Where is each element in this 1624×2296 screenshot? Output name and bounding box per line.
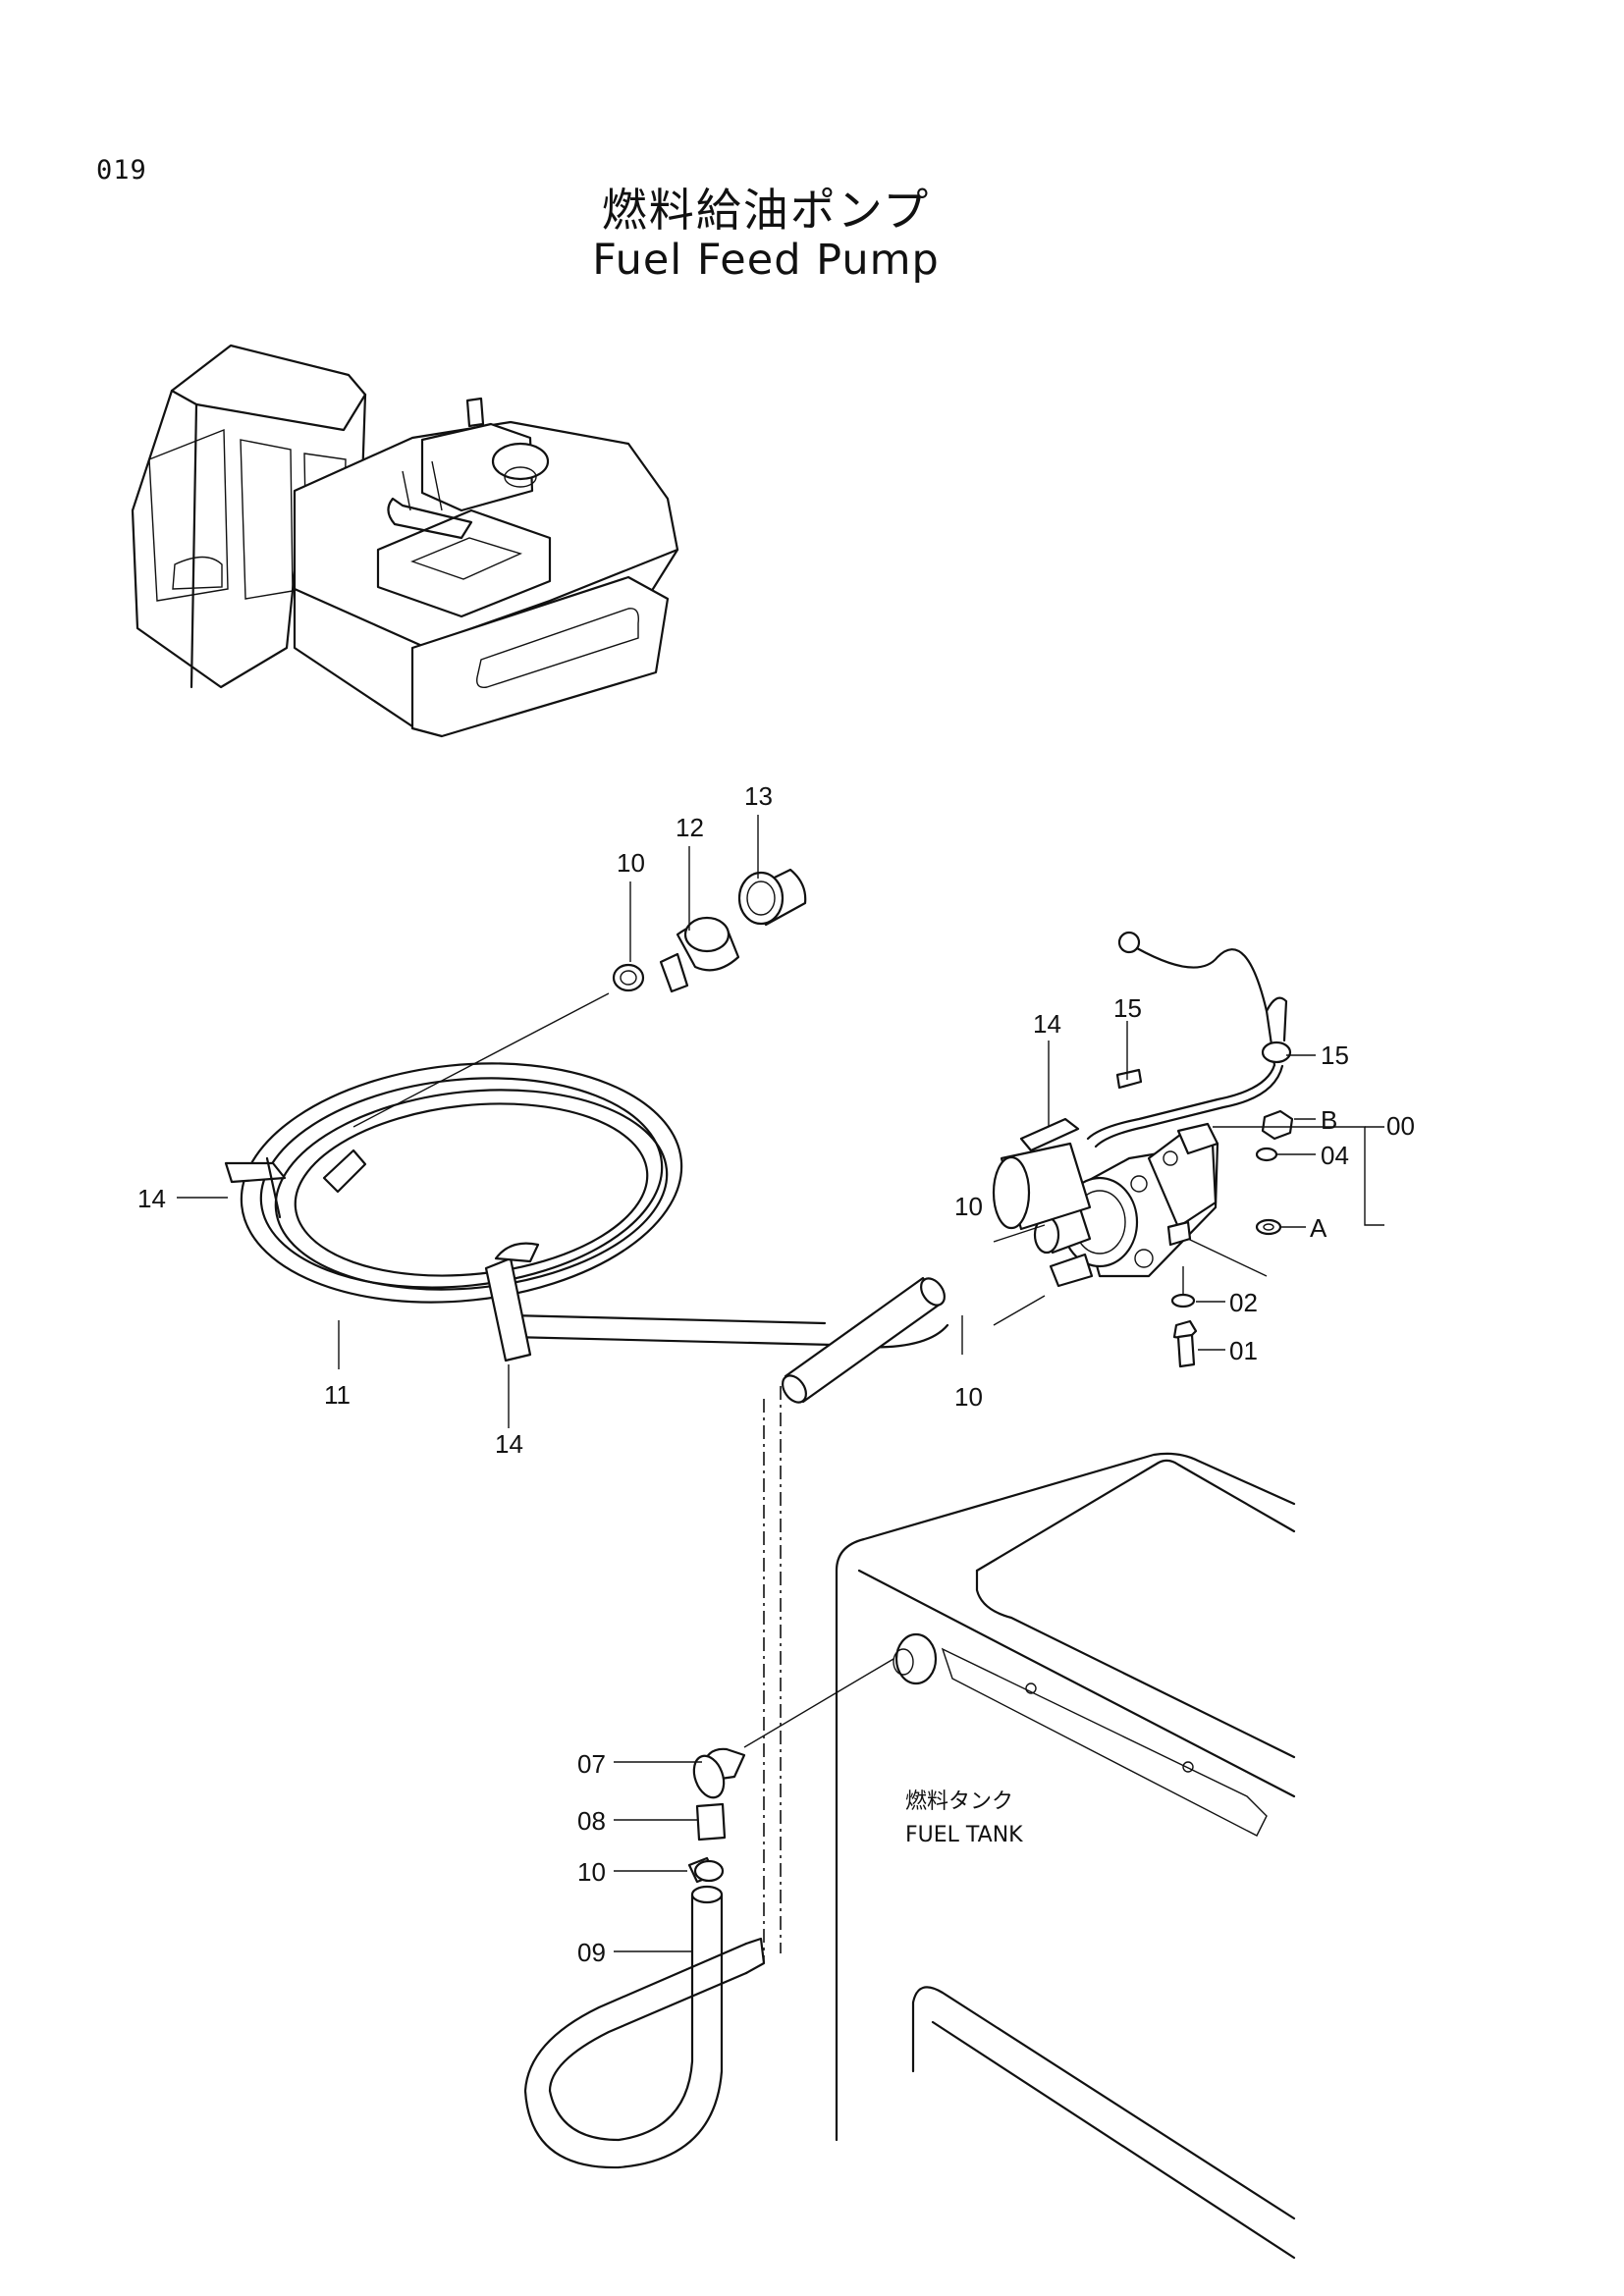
callout-01: 01 (1229, 1336, 1258, 1365)
assembly-guide-lines (352, 992, 894, 1963)
callout-12: 12 (676, 813, 704, 842)
suction-filter-group (612, 868, 807, 993)
page-title-japanese: 燃料給油ポンプ (601, 184, 931, 237)
wire-harness (1086, 931, 1292, 1148)
callout-00: 00 (1386, 1111, 1415, 1141)
band-clamps (224, 1156, 540, 1362)
tank-outlet-piping (523, 1747, 766, 2169)
page-number: 019 (96, 155, 147, 186)
callout-10-filter: 10 (617, 848, 645, 878)
callout-14-left: 14 (137, 1184, 166, 1213)
fuel-tank-label-japanese: 燃料タンク (905, 1789, 1013, 1814)
callout-15-left: 15 (1113, 993, 1142, 1023)
callout-08: 08 (577, 1806, 606, 1836)
fuel-pump-assembly (992, 1117, 1219, 1288)
callout-10-tank: 10 (577, 1857, 606, 1887)
fuel-tank-label-english: FUEL TANK (905, 1823, 1023, 1847)
callout-11: 11 (324, 1380, 351, 1410)
callout-10-lower: 10 (954, 1382, 983, 1412)
callout-labels: 13 12 10 14 11 14 14 15 15 00 B 04 A 02 … (137, 781, 1415, 1967)
fuel-tank-illustration (835, 1452, 1296, 2260)
callout-a: A (1310, 1213, 1327, 1243)
callout-10-upper: 10 (954, 1192, 983, 1221)
callout-14-pump: 14 (1033, 1009, 1061, 1039)
page-title-english: Fuel Feed Pump (592, 236, 940, 285)
callout-14-bottom: 14 (495, 1429, 523, 1459)
mounting-hardware (1170, 1109, 1294, 1368)
callout-15-right: 15 (1321, 1041, 1349, 1070)
callout-07: 07 (577, 1749, 606, 1779)
excavator-overview-illustration (131, 344, 679, 738)
callout-13: 13 (744, 781, 773, 811)
callout-02: 02 (1229, 1288, 1258, 1317)
callout-leader-lines (177, 815, 1384, 1952)
callout-b: B (1321, 1105, 1337, 1135)
callout-04: 04 (1321, 1141, 1349, 1170)
hose-coil (240, 1062, 949, 1404)
callout-09: 09 (577, 1938, 606, 1967)
